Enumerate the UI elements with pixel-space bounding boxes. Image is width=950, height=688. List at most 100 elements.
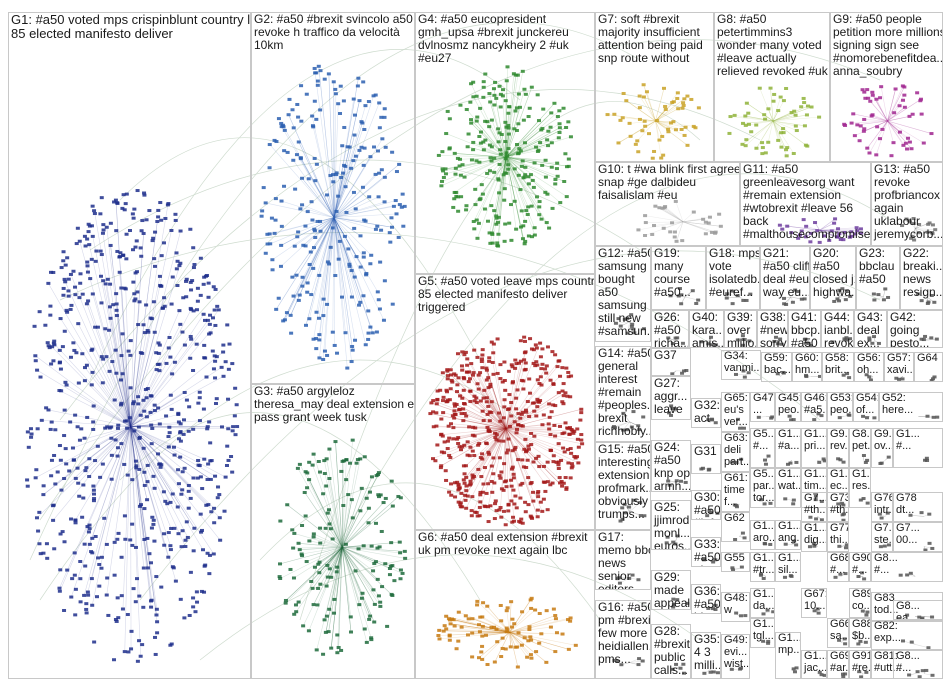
vertex (198, 512, 203, 516)
vertex (490, 490, 495, 494)
edge (130, 426, 158, 610)
vertex (897, 377, 902, 381)
vertex (378, 604, 383, 608)
vertex (377, 495, 382, 499)
vertex (92, 492, 97, 496)
edge (130, 426, 171, 546)
vertex (61, 293, 66, 297)
vertex (445, 439, 450, 443)
vertex (431, 399, 436, 403)
vertex (563, 152, 568, 156)
group-cluster (867, 335, 881, 345)
group-cluster (612, 657, 645, 667)
edge (682, 218, 704, 223)
vertex (90, 292, 95, 296)
vertex (216, 485, 221, 489)
vertex (685, 143, 690, 147)
vertex (558, 201, 563, 205)
vertex (863, 460, 868, 464)
vertex (119, 594, 124, 598)
vertex (166, 555, 171, 559)
vertex (668, 413, 673, 417)
vertex (315, 603, 320, 607)
vertex (482, 466, 487, 470)
vertex (349, 295, 354, 299)
edge (341, 510, 361, 548)
vertex (791, 667, 796, 671)
edge (509, 632, 516, 648)
vertex (675, 598, 680, 602)
edge (89, 426, 131, 545)
vertex (669, 404, 674, 408)
group-label: G17: memo bbc news senior editors... (598, 530, 650, 590)
vertex (518, 496, 523, 500)
vertex (91, 420, 96, 424)
vertex (771, 99, 776, 103)
group-g1i: G1... ang... (775, 520, 801, 550)
vertex (120, 332, 125, 336)
vertex (339, 295, 344, 299)
edge (333, 217, 385, 321)
vertex (498, 148, 503, 152)
vertex (64, 462, 69, 466)
vertex (34, 468, 39, 472)
vertex (452, 402, 457, 406)
vertex (489, 145, 494, 149)
vertex (557, 131, 562, 135)
vertex (316, 460, 321, 464)
vertex (440, 434, 445, 438)
vertex (168, 393, 173, 397)
vertex (122, 650, 127, 654)
edge (887, 116, 910, 122)
vertex (455, 480, 460, 484)
vertex (498, 506, 503, 510)
group-cluster (763, 454, 771, 466)
vertex (506, 503, 511, 507)
vertex (263, 201, 268, 205)
vertex (489, 340, 494, 344)
edge (324, 460, 343, 548)
group-g1k: G1... #tr... (750, 552, 775, 582)
vertex (447, 453, 452, 457)
vertex (353, 207, 358, 211)
vertex (118, 251, 123, 255)
vertex (526, 205, 531, 209)
vertex (618, 519, 623, 523)
vertex (119, 286, 124, 290)
edge (857, 120, 888, 126)
vertex (142, 331, 147, 335)
group-label: G38: #new... sorry... (760, 310, 788, 348)
vertex (458, 394, 463, 398)
edge (341, 547, 372, 638)
edge (284, 217, 335, 320)
vertex (379, 228, 384, 232)
vertex (291, 126, 296, 130)
edge (333, 217, 393, 228)
inter-group-edge (259, 482, 601, 621)
edge (272, 217, 335, 260)
vertex (361, 251, 366, 255)
vertex (622, 317, 627, 321)
vertex (527, 628, 532, 632)
vertex (97, 584, 102, 588)
vertex (503, 120, 508, 124)
vertex (362, 127, 367, 131)
vertex (833, 217, 838, 221)
vertex (920, 669, 925, 673)
edge (772, 120, 784, 133)
edge (505, 428, 563, 487)
vertex (69, 595, 74, 599)
vertex (510, 365, 515, 369)
vertex (307, 317, 312, 321)
vertex (531, 185, 536, 189)
vertex (636, 424, 641, 428)
vertex (758, 573, 763, 577)
edge (505, 156, 535, 228)
edge (329, 478, 343, 548)
vertex (85, 260, 90, 264)
vertex (560, 400, 565, 404)
vertex (344, 458, 349, 462)
vertex (100, 381, 105, 385)
vertex (902, 85, 907, 89)
vertex (455, 390, 460, 394)
